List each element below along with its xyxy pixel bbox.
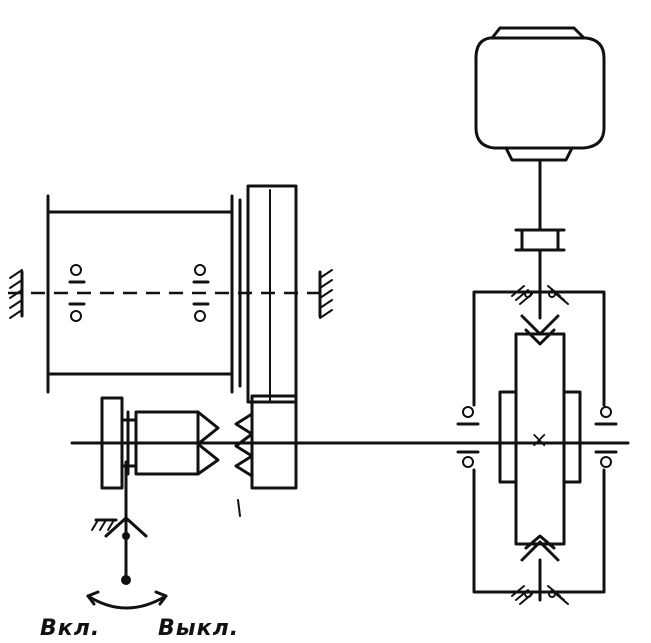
stray-mark xyxy=(237,499,241,517)
bottom-thrust-bearing xyxy=(511,585,569,605)
label-on: Вкл. xyxy=(40,616,101,641)
control-lever[interactable] xyxy=(91,460,148,585)
drum-bearing-left xyxy=(68,264,86,322)
shaft-coupling xyxy=(514,228,566,252)
cross-mark: × xyxy=(530,428,548,453)
electric-motor xyxy=(474,26,606,162)
switch-direction-arrow xyxy=(86,590,168,610)
worm-gear xyxy=(514,314,566,602)
worm-wheel: × xyxy=(498,390,582,484)
fixed-support-right xyxy=(318,269,333,319)
fixed-support-left xyxy=(9,269,24,319)
gearbox-side-bearings xyxy=(456,406,618,468)
top-thrust-bearing xyxy=(511,285,569,305)
label-off: Выкл. xyxy=(158,616,240,641)
drum-bearing-right xyxy=(192,264,210,322)
jaw-clutch-fixed-half xyxy=(234,412,254,478)
